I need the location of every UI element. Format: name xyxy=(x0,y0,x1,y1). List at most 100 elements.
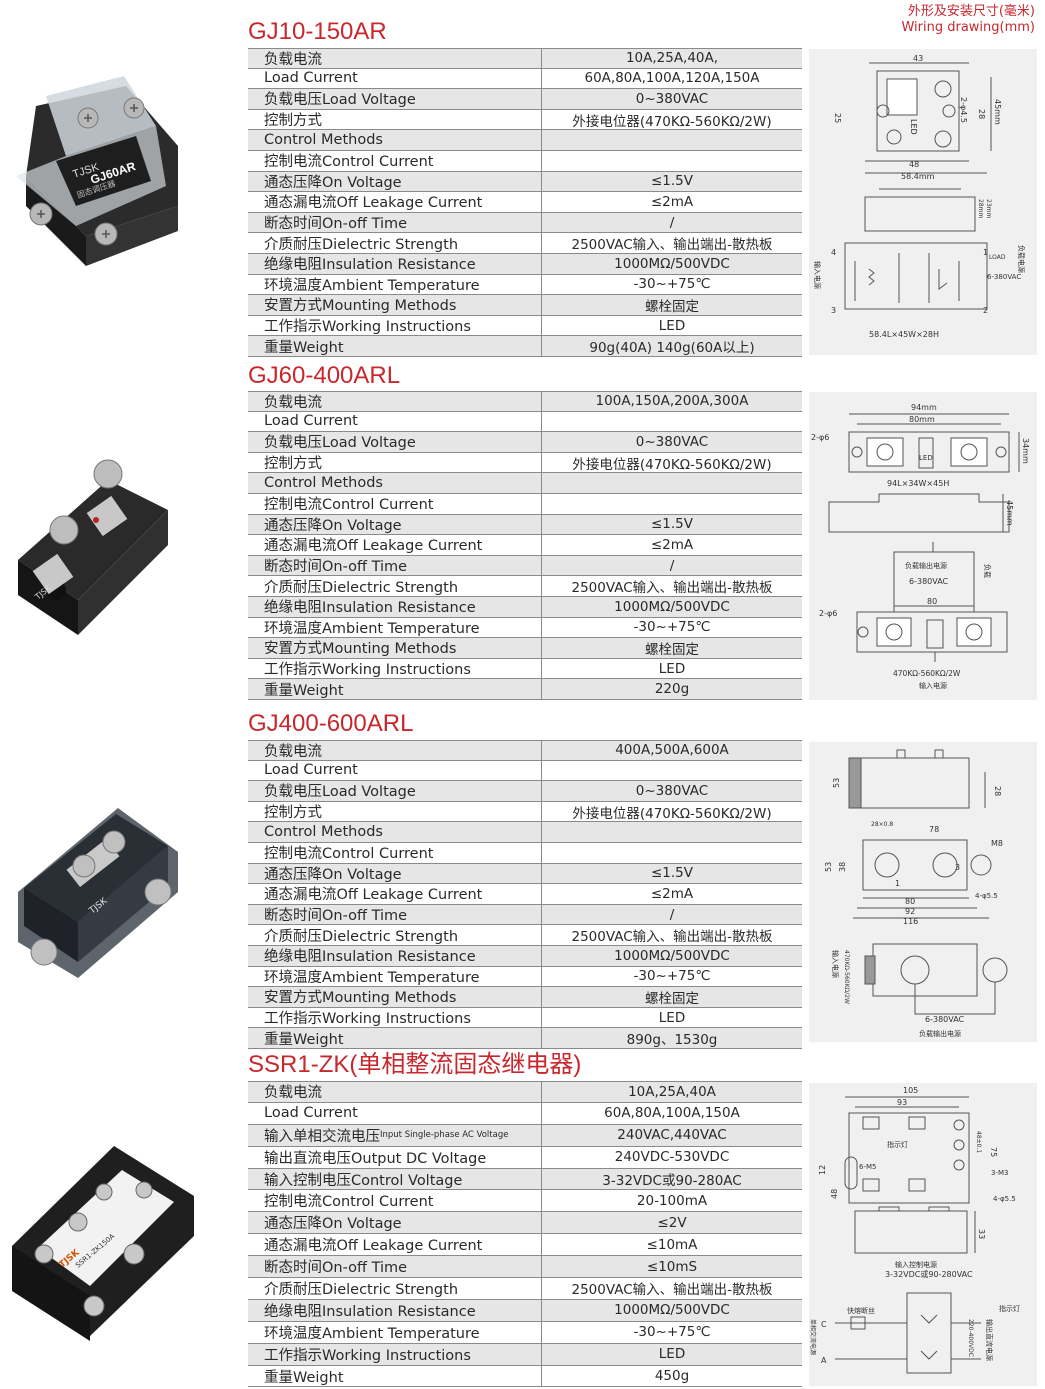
spec-value: 螺栓固定 xyxy=(645,990,699,1007)
spec-label-text: 工作指示Working Instructions xyxy=(264,1347,471,1364)
dim-33: 33 xyxy=(977,1229,986,1239)
spec-label-text: 通态漏电流Off Leakage Current xyxy=(264,195,483,212)
spec-value: 1000MΩ/500VDC xyxy=(614,598,730,615)
dim-94: 94mm xyxy=(911,403,937,412)
indicator-label-2: 指示灯 xyxy=(999,1304,1020,1313)
spec-label-text: 重量Weight xyxy=(264,339,344,356)
spec-value: 100A,150A,200A,300A xyxy=(595,393,749,410)
spec-value: 2500VAC输入、输出端出-散热板 xyxy=(571,1282,773,1299)
spec-row: 重量Weight 90g(40A) 140g(60A以上) xyxy=(248,336,802,357)
spec-label-text: 断态时间On-off Time xyxy=(264,1260,408,1277)
dim-78: 78 xyxy=(929,825,939,834)
pin-3: 3 xyxy=(831,306,836,315)
product-title: SSR1-ZK(单相整流固态继电器) xyxy=(248,1051,582,1078)
spec-value: 20-100mA xyxy=(636,1192,708,1209)
spec-label: 通态漏电流Off Leakage Current xyxy=(248,884,542,904)
spec-row: 控制电流Control Current xyxy=(248,493,802,515)
spec-value: 220g xyxy=(654,681,690,698)
spec-label-text: 通态压降On Voltage xyxy=(264,517,402,534)
dim-45: 45mm xyxy=(1005,500,1014,526)
hole-spec: 2-φ6 xyxy=(811,433,829,442)
spec-row: Control Methods xyxy=(248,130,802,151)
dim-34: 34mm xyxy=(1021,438,1030,464)
pin-2: 2 xyxy=(983,306,988,315)
spec-value: 外接电位器(470KΩ-560KΩ/2W) xyxy=(572,456,772,473)
spec-label-text: 介质耐压Dielectric Strength xyxy=(264,1281,459,1298)
spec-value: 3-32VDC或90-280AC xyxy=(602,1173,742,1189)
spec-row: 通态压降On Voltage≤1.5V xyxy=(248,171,802,193)
terminal-a: A xyxy=(821,1356,827,1365)
spec-label-text: 环境温度Ambient Temperature xyxy=(264,620,480,637)
spec-value: ≤10mA xyxy=(646,1236,698,1253)
spec-label: 负载电流 xyxy=(248,1082,542,1102)
product-title: GJ10-150AR xyxy=(248,18,387,45)
spec-value: / xyxy=(669,214,675,231)
spec-label: 负载电压Load Voltage xyxy=(248,781,542,801)
wiring-drawing: 105 93 指示灯 6-M5 3-M3 4-φ5.5 75 48±0.1 12… xyxy=(809,1083,1037,1386)
led-label: LED xyxy=(919,454,933,462)
spec-value: 90g(40A) 140g(60A以上) xyxy=(589,340,755,357)
spec-label-text: Load Current xyxy=(264,762,358,779)
dim-h23: 23mm xyxy=(985,199,992,218)
spec-label-text: 控制电流Control Current xyxy=(264,497,434,514)
indicator-label: 指示灯 xyxy=(887,1140,908,1149)
spec-value: ≤10mS xyxy=(646,1258,698,1275)
spec-label-text: 绝缘电阻Insulation Resistance xyxy=(264,1303,476,1320)
spec-label-text: 通态漏电流Off Leakage Current xyxy=(264,887,483,904)
spec-value: 外接电位器(470KΩ-560KΩ/2W) xyxy=(572,113,772,130)
dc-output-label: 220-400VDC xyxy=(967,1319,974,1357)
wiring-header-en: Wiring drawing(mm) xyxy=(901,20,1035,35)
spec-label: Load Current xyxy=(248,68,542,89)
spec-label: 通态压降On Voltage xyxy=(248,514,542,535)
spec-row: 工作指示Working Instructions LED xyxy=(248,315,802,337)
voltage-label: 6-380VAC xyxy=(925,1015,965,1024)
spec-label-text: 安置方式Mounting Methods xyxy=(264,641,457,658)
spec-label: 工作指示Working Instructions xyxy=(248,1343,542,1365)
spec-label: 通态漏电流Off Leakage Current xyxy=(248,192,542,212)
hole-spec: 4-φ5.5 xyxy=(993,1195,1016,1203)
spec-value: LED xyxy=(658,317,686,334)
dims-text: 58.4L×45W×28H xyxy=(869,330,939,339)
spec-label: 重量Weight xyxy=(248,336,542,356)
spec-label: Load Current xyxy=(248,1102,542,1124)
output-label: 负载电源 xyxy=(1017,245,1026,273)
dim-12: 12 xyxy=(818,1165,827,1175)
spec-label: 输出直流电压Output DC Voltage xyxy=(248,1146,542,1168)
spec-label: 工作指示Working Instructions xyxy=(248,1007,542,1028)
spec-label-text: 环境温度Ambient Temperature xyxy=(264,969,480,986)
product-title: GJ60-400ARL xyxy=(248,362,401,389)
spec-label: 绝缘电阻Insulation Resistance xyxy=(248,253,542,274)
product-photo: TJSK xyxy=(8,450,180,640)
wiring-header-cn: 外形及安装尺寸(毫米) xyxy=(907,4,1035,19)
product-photo: TJSK SSR1-ZK150A xyxy=(4,1136,200,1356)
dim-45: 45mm xyxy=(993,99,1002,125)
spec-value: 890g、1530g xyxy=(626,1032,718,1049)
spec-label-text: 负载电压Load Voltage xyxy=(264,435,416,452)
spec-value: 1000MΩ/500VDC xyxy=(614,255,730,272)
spec-label: 断态时间On-off Time xyxy=(248,555,542,576)
spec-value: 0~380VAC xyxy=(635,433,709,450)
wiring-header: 外形及安装尺寸(毫米) Wiring drawing(mm) xyxy=(901,4,1035,36)
spec-label-text: Control Methods xyxy=(264,132,383,149)
load-label: 负载 xyxy=(983,564,992,578)
spec-label-text: 负载电压Load Voltage xyxy=(264,92,416,109)
dim-28: 28 xyxy=(977,109,986,119)
spec-label-text: 通态压降On Voltage xyxy=(264,1216,402,1233)
dim-25: 25 xyxy=(833,113,842,123)
spec-label: 工作指示Working Instructions xyxy=(248,658,542,679)
spec-label: 介质耐压Dielectric Strength xyxy=(248,233,542,253)
spec-row: 控制方式 外接电位器(470KΩ-560KΩ/2W) xyxy=(248,109,802,131)
spec-value: 60A,80A,100A,150A xyxy=(604,1105,740,1122)
spec-label: 工作指示Working Instructions xyxy=(248,315,542,336)
spec-label-text: 控制方式 xyxy=(264,113,322,130)
spec-value: -30~+75℃ xyxy=(633,1324,711,1341)
spec-label-text: 安置方式Mounting Methods xyxy=(264,990,457,1007)
